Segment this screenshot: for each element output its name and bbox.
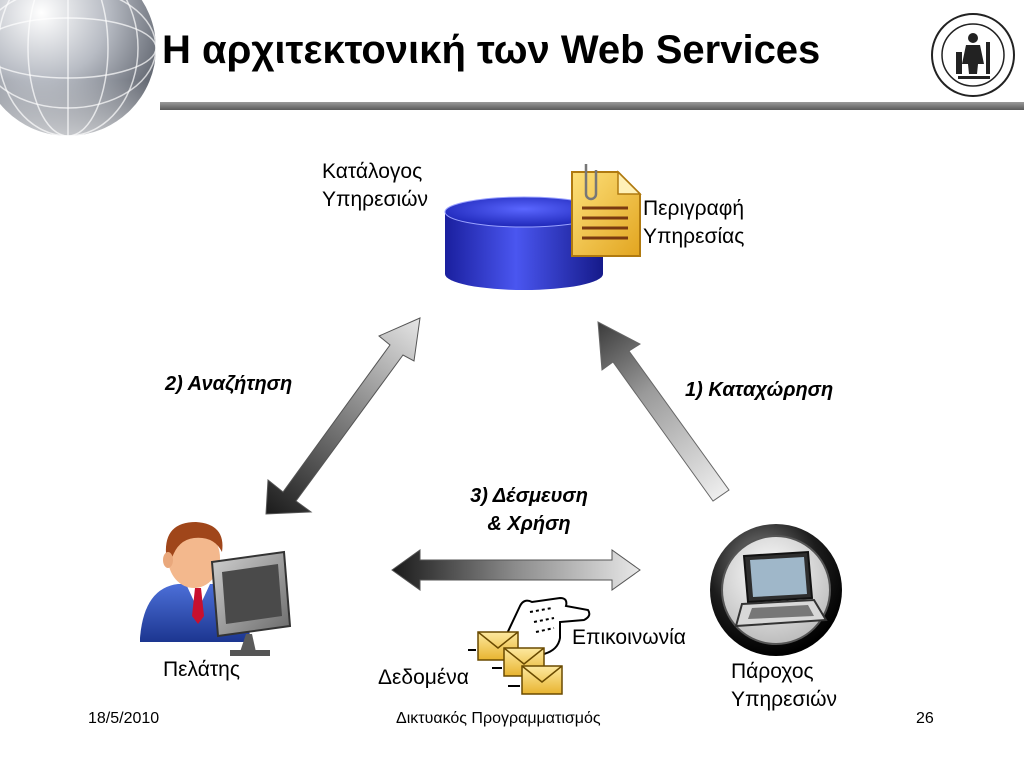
catalog-label-line2: Υπηρεσιών: [322, 188, 429, 211]
title-divider: [160, 102, 1024, 110]
data-label: Δεδομένα: [378, 666, 469, 689]
register-arrow: [597, 321, 730, 502]
step-register-label: 1) Καταχώρηση: [685, 379, 834, 401]
step-bind-line2: & Χρήση: [487, 513, 571, 535]
communication-label: Επικοινωνία: [572, 626, 686, 649]
description-label: Περιγραφή Υπηρεσίας: [643, 195, 744, 251]
envelope-icon: [468, 631, 563, 695]
description-label-line2: Υπηρεσίας: [643, 225, 745, 248]
footer-date: 18/5/2010: [88, 710, 160, 727]
page-title: Η αρχιτεκτονική των Web Services: [162, 28, 821, 72]
provider-label-line2: Υπηρεσιών: [731, 688, 838, 711]
description-label-line1: Περιγραφή: [643, 197, 745, 220]
search-arrow: [265, 317, 421, 515]
database-icon: [444, 196, 604, 290]
globe-icon: [0, 0, 160, 160]
provider-label: Πάροχος Υπηρεσιών: [731, 658, 837, 714]
step-search-label: 2) Αναζήτηση: [165, 373, 293, 395]
provider-label-line1: Πάροχος: [731, 660, 814, 683]
footer-page-number: 26: [916, 710, 934, 727]
step-bind-label: 3) Δέσμευση & Χρήση: [444, 482, 614, 538]
laptop-icon: [710, 524, 842, 656]
catalog-label-line1: Κατάλογος: [322, 160, 423, 183]
document-icon: [571, 164, 642, 257]
hand-pointer-icon: [502, 596, 591, 660]
catalog-label: Κατάλογος Υπηρεσιών: [322, 158, 428, 214]
university-logo-icon: [931, 13, 1015, 97]
step-bind-line1: 3) Δέσμευση: [470, 485, 588, 507]
bind-arrow: [391, 549, 641, 591]
client-label: Πελάτης: [163, 658, 240, 681]
user-computer-icon: [140, 522, 292, 656]
footer-course: Δικτυακός Προγραμματισμός: [396, 710, 601, 727]
